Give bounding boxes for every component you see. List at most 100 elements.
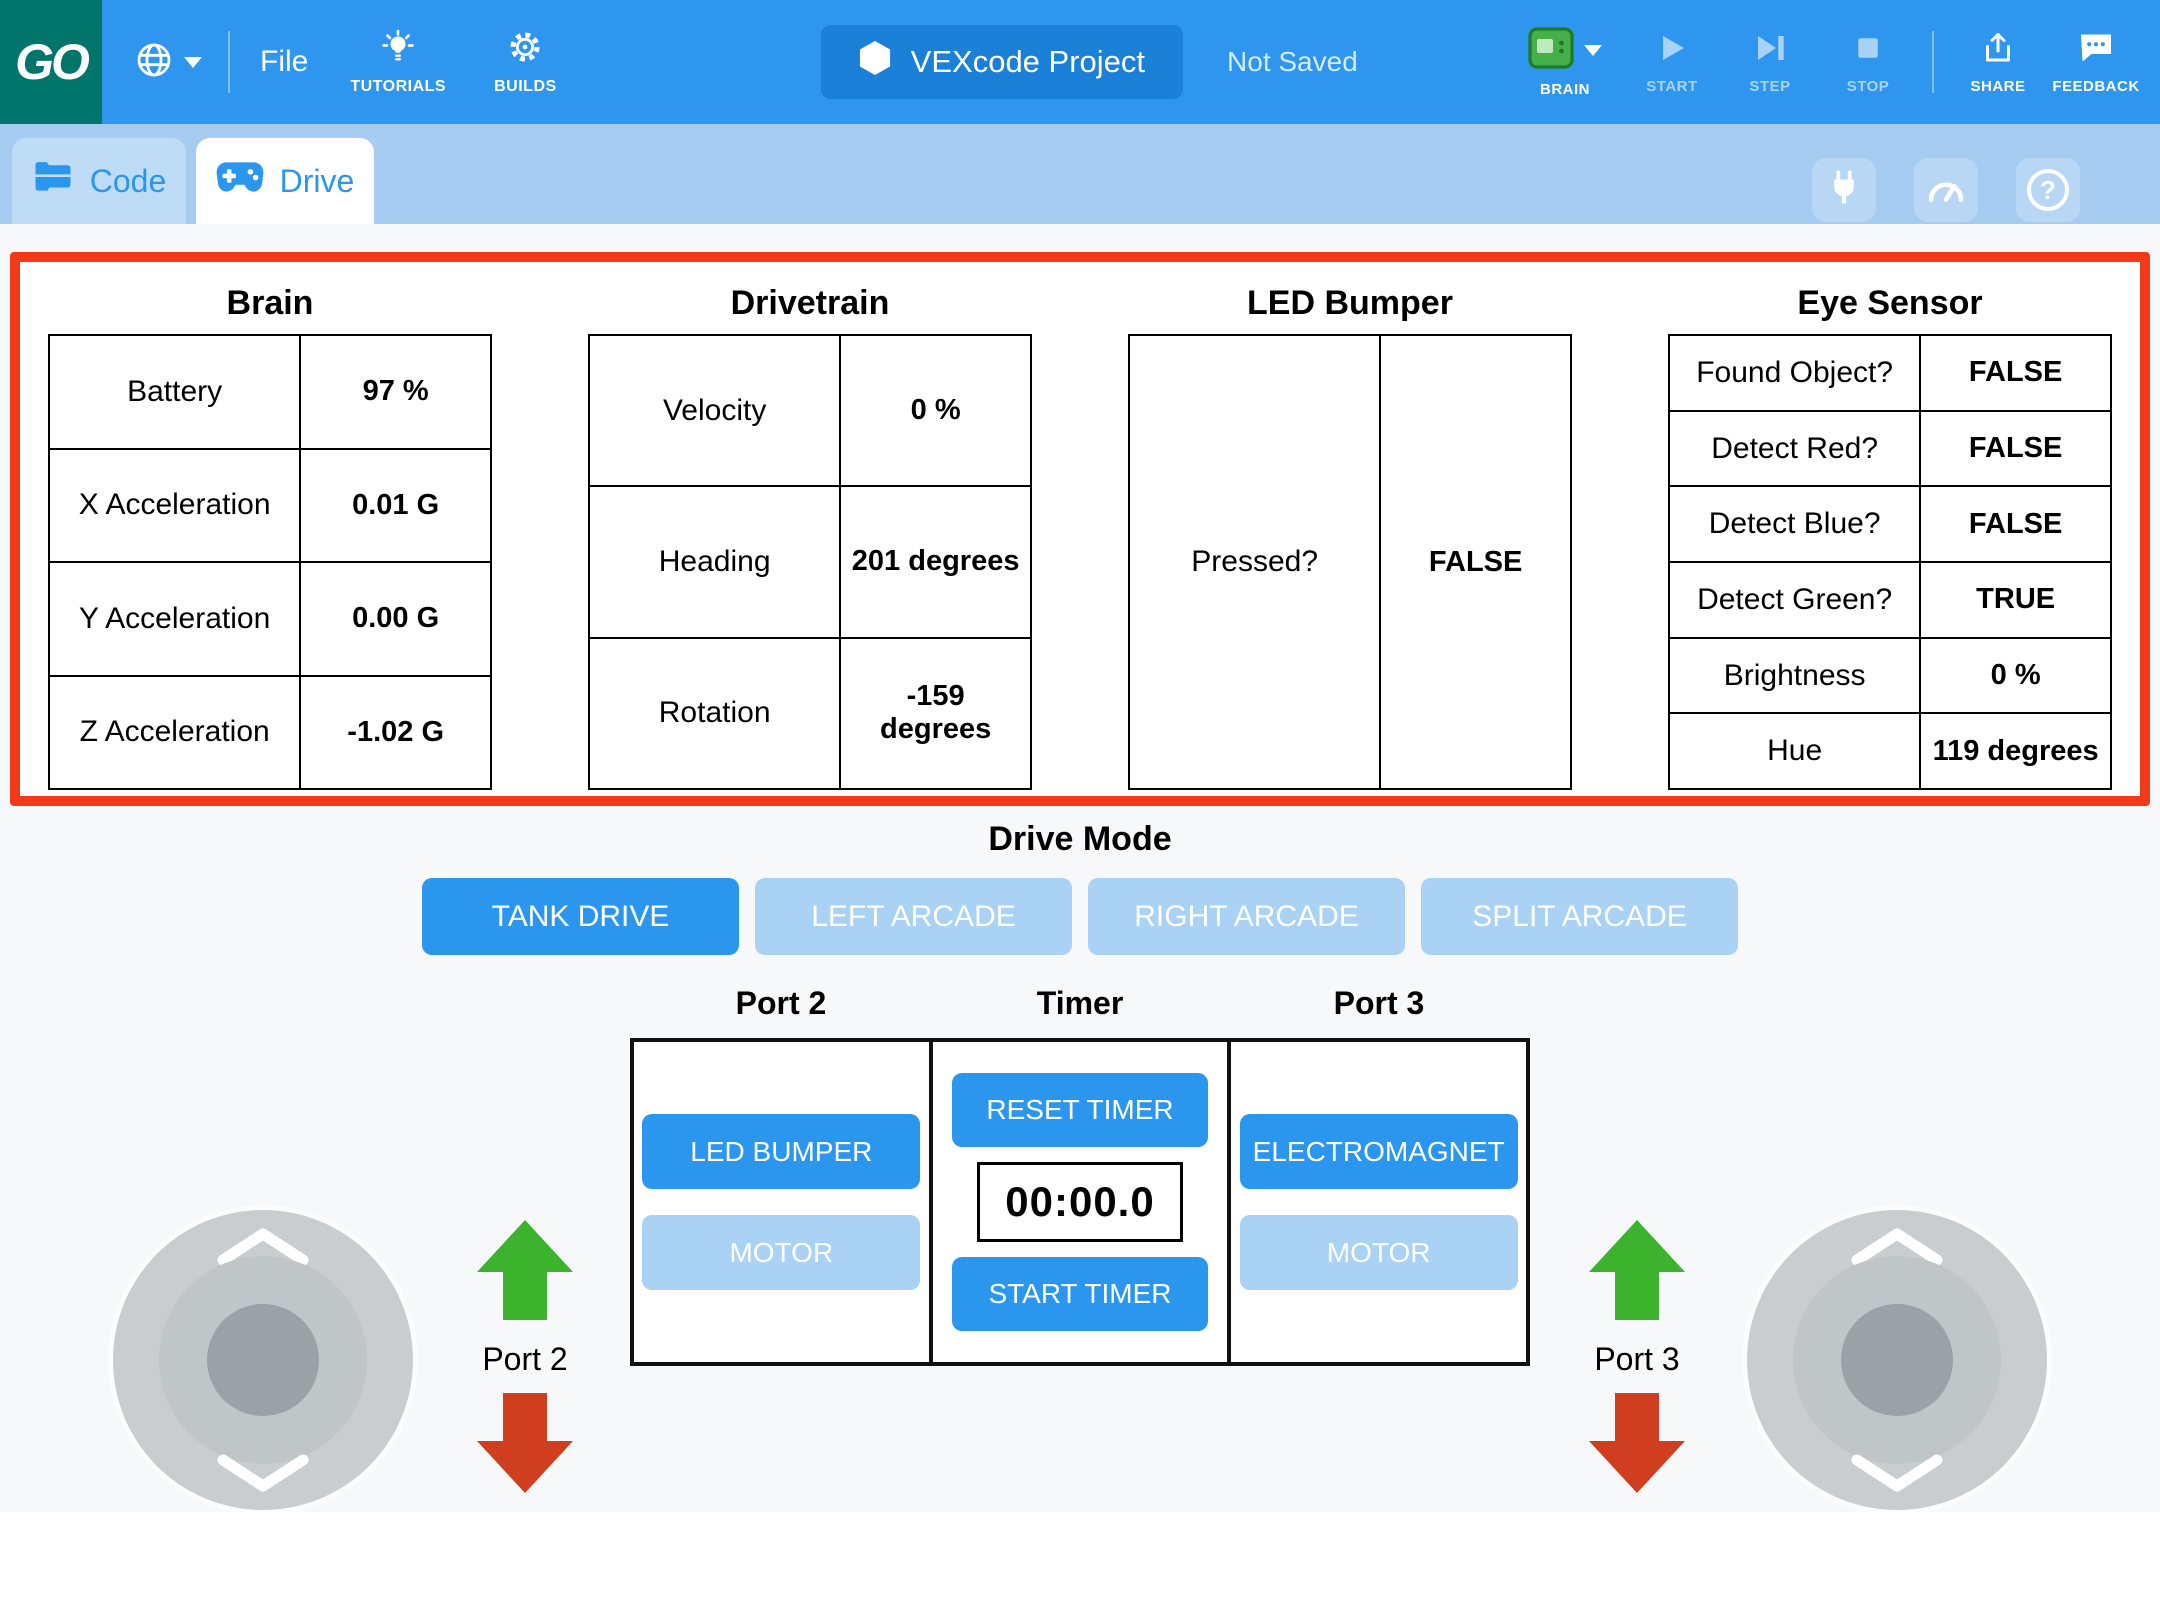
- share-label: SHARE: [1970, 77, 2026, 95]
- row-label: Y Acceleration: [50, 563, 302, 675]
- split-arcade-button[interactable]: SPLIT ARCADE: [1421, 878, 1738, 955]
- panel-title: LED Bumper: [1247, 283, 1453, 322]
- drivetrain-table: Velocity 0 % Heading 201 degrees Rotatio…: [588, 334, 1032, 790]
- stop-button[interactable]: STOP: [1822, 30, 1914, 95]
- joystick-knob[interactable]: [207, 1304, 319, 1416]
- port3-down-button[interactable]: [1589, 1393, 1685, 1493]
- row-value: 97 %: [362, 375, 429, 408]
- right-arcade-button[interactable]: RIGHT ARCADE: [1088, 878, 1405, 955]
- port2-down-button[interactable]: [477, 1393, 573, 1493]
- port2-arrow-controls: Port 2: [445, 1220, 605, 1493]
- row-value: TRUE: [1976, 583, 2056, 616]
- left-joystick[interactable]: [113, 1210, 413, 1510]
- port3-electromagnet-button[interactable]: ELECTROMAGNET: [1239, 1114, 1518, 1189]
- arrow-down-icon: [477, 1393, 573, 1493]
- arrow-up-icon: [477, 1220, 573, 1320]
- table-row: Rotation -159 degrees: [590, 636, 1030, 788]
- tutorials-button[interactable]: TUTORIALS: [350, 29, 446, 96]
- table-row: X Acceleration 0.01 G: [50, 447, 490, 561]
- row-label: Detect Green?: [1670, 563, 1922, 637]
- language-menu[interactable]: [134, 40, 202, 85]
- row-label: Battery: [50, 336, 302, 448]
- row-value: 0 %: [910, 394, 961, 427]
- eye-sensor-panel: Eye Sensor Found Object? FALSE Detect Re…: [1668, 272, 2112, 796]
- left-arcade-button[interactable]: LEFT ARCADE: [755, 878, 1072, 955]
- right-joystick[interactable]: [1747, 1210, 2047, 1510]
- play-icon: [1654, 30, 1690, 71]
- chevron-down-icon: [215, 1449, 311, 1494]
- table-row: Detect Blue? FALSE: [1670, 485, 2110, 562]
- panel-title: Drivetrain: [730, 283, 890, 322]
- start-label: START: [1646, 77, 1698, 95]
- row-value: FALSE: [1968, 432, 2063, 464]
- port3-section: ELECTROMAGNET MOTOR: [1227, 1042, 1526, 1362]
- reset-timer-button[interactable]: RESET TIMER: [952, 1073, 1208, 1147]
- help-glyph: ?: [2040, 174, 2056, 205]
- port3-motor-button[interactable]: MOTOR: [1239, 1215, 1518, 1290]
- stop-icon: [1850, 30, 1886, 71]
- row-value: 0 %: [1990, 659, 2041, 692]
- row-label: X Acceleration: [50, 449, 302, 561]
- row-label: Detect Blue?: [1670, 487, 1922, 562]
- builds-label: BUILDS: [494, 77, 557, 95]
- row-label: Found Object?: [1670, 336, 1922, 410]
- tab-code[interactable]: Code: [12, 138, 186, 224]
- brain-table: Battery 97 % X Acceleration 0.01 G Y Acc…: [48, 334, 492, 790]
- monitor-dashboard-button[interactable]: [1914, 158, 1978, 222]
- table-row: Z Acceleration -1.02 G: [50, 674, 490, 788]
- row-value: 201 degrees: [851, 545, 1020, 578]
- table-row: Brightness 0 %: [1670, 636, 2110, 713]
- file-menu[interactable]: File: [260, 45, 309, 78]
- cable-plug-icon: [1827, 169, 1861, 212]
- brain-connection-button[interactable]: BRAIN: [1510, 26, 1620, 98]
- chevron-down-icon: [1584, 44, 1602, 56]
- table-row: Detect Green? TRUE: [1670, 561, 2110, 637]
- go-logo: GO: [0, 0, 102, 124]
- row-value: 0.01 G: [352, 488, 440, 521]
- top-toolbar: GO File TUTORIALS: [0, 0, 2160, 124]
- brain-icon: [1528, 26, 1574, 74]
- tab-drive[interactable]: Drive: [196, 138, 374, 224]
- table-row: Heading 201 degrees: [590, 485, 1030, 637]
- timer-header: Timer: [1036, 985, 1124, 1021]
- feedback-label: FEEDBACK: [2052, 77, 2140, 95]
- port3-up-button[interactable]: [1589, 1220, 1685, 1325]
- step-button[interactable]: STEP: [1724, 30, 1816, 95]
- step-icon: [1752, 30, 1788, 71]
- bottom-band: [0, 1512, 2160, 1620]
- start-timer-button[interactable]: START TIMER: [952, 1257, 1208, 1331]
- port2-up-button[interactable]: [477, 1220, 573, 1325]
- start-button[interactable]: START: [1626, 30, 1718, 95]
- port2-led-bumper-button[interactable]: LED BUMPER: [642, 1114, 921, 1189]
- help-button[interactable]: ?: [2016, 158, 2080, 222]
- row-label: Detect Red?: [1670, 411, 1922, 486]
- table-row: Detect Red? FALSE: [1670, 409, 2110, 486]
- share-button[interactable]: SHARE: [1952, 30, 2044, 95]
- port3-label: Port 3: [1594, 1340, 1680, 1377]
- row-value: -1.02 G: [347, 715, 444, 748]
- port2-motor-button[interactable]: MOTOR: [642, 1215, 921, 1290]
- row-label: Brightness: [1670, 638, 1922, 713]
- table-row: Y Acceleration 0.00 G: [50, 561, 490, 675]
- tank-drive-button[interactable]: TANK DRIVE: [422, 878, 739, 955]
- hexagon-icon: [859, 40, 891, 84]
- gamepad-icon: [216, 160, 264, 202]
- device-connection-button[interactable]: [1812, 158, 1876, 222]
- port2-section: LED BUMPER MOTOR: [634, 1042, 929, 1362]
- eye-sensor-table: Found Object? FALSE Detect Red? FALSE De…: [1668, 334, 2112, 790]
- joystick-knob[interactable]: [1841, 1304, 1953, 1416]
- builds-button[interactable]: BUILDS: [494, 29, 557, 96]
- row-value: 0.00 G: [352, 602, 440, 635]
- port3-arrow-controls: Port 3: [1557, 1220, 1717, 1493]
- project-name-button[interactable]: VEXcode Project: [820, 25, 1184, 99]
- row-value: FALSE: [1968, 507, 2063, 540]
- gear-icon: [507, 29, 543, 70]
- row-value: FALSE: [1968, 356, 2063, 389]
- drivetrain-panel: Drivetrain Velocity 0 % Heading 201 degr…: [588, 272, 1032, 796]
- table-row: Battery 97 %: [50, 336, 490, 448]
- feedback-button[interactable]: FEEDBACK: [2050, 30, 2142, 95]
- port2-header: Port 2: [735, 985, 827, 1021]
- lightbulb-icon: [380, 29, 416, 70]
- table-row: Velocity 0 %: [590, 336, 1030, 486]
- led-bumper-panel: LED Bumper Pressed? FALSE: [1128, 272, 1572, 796]
